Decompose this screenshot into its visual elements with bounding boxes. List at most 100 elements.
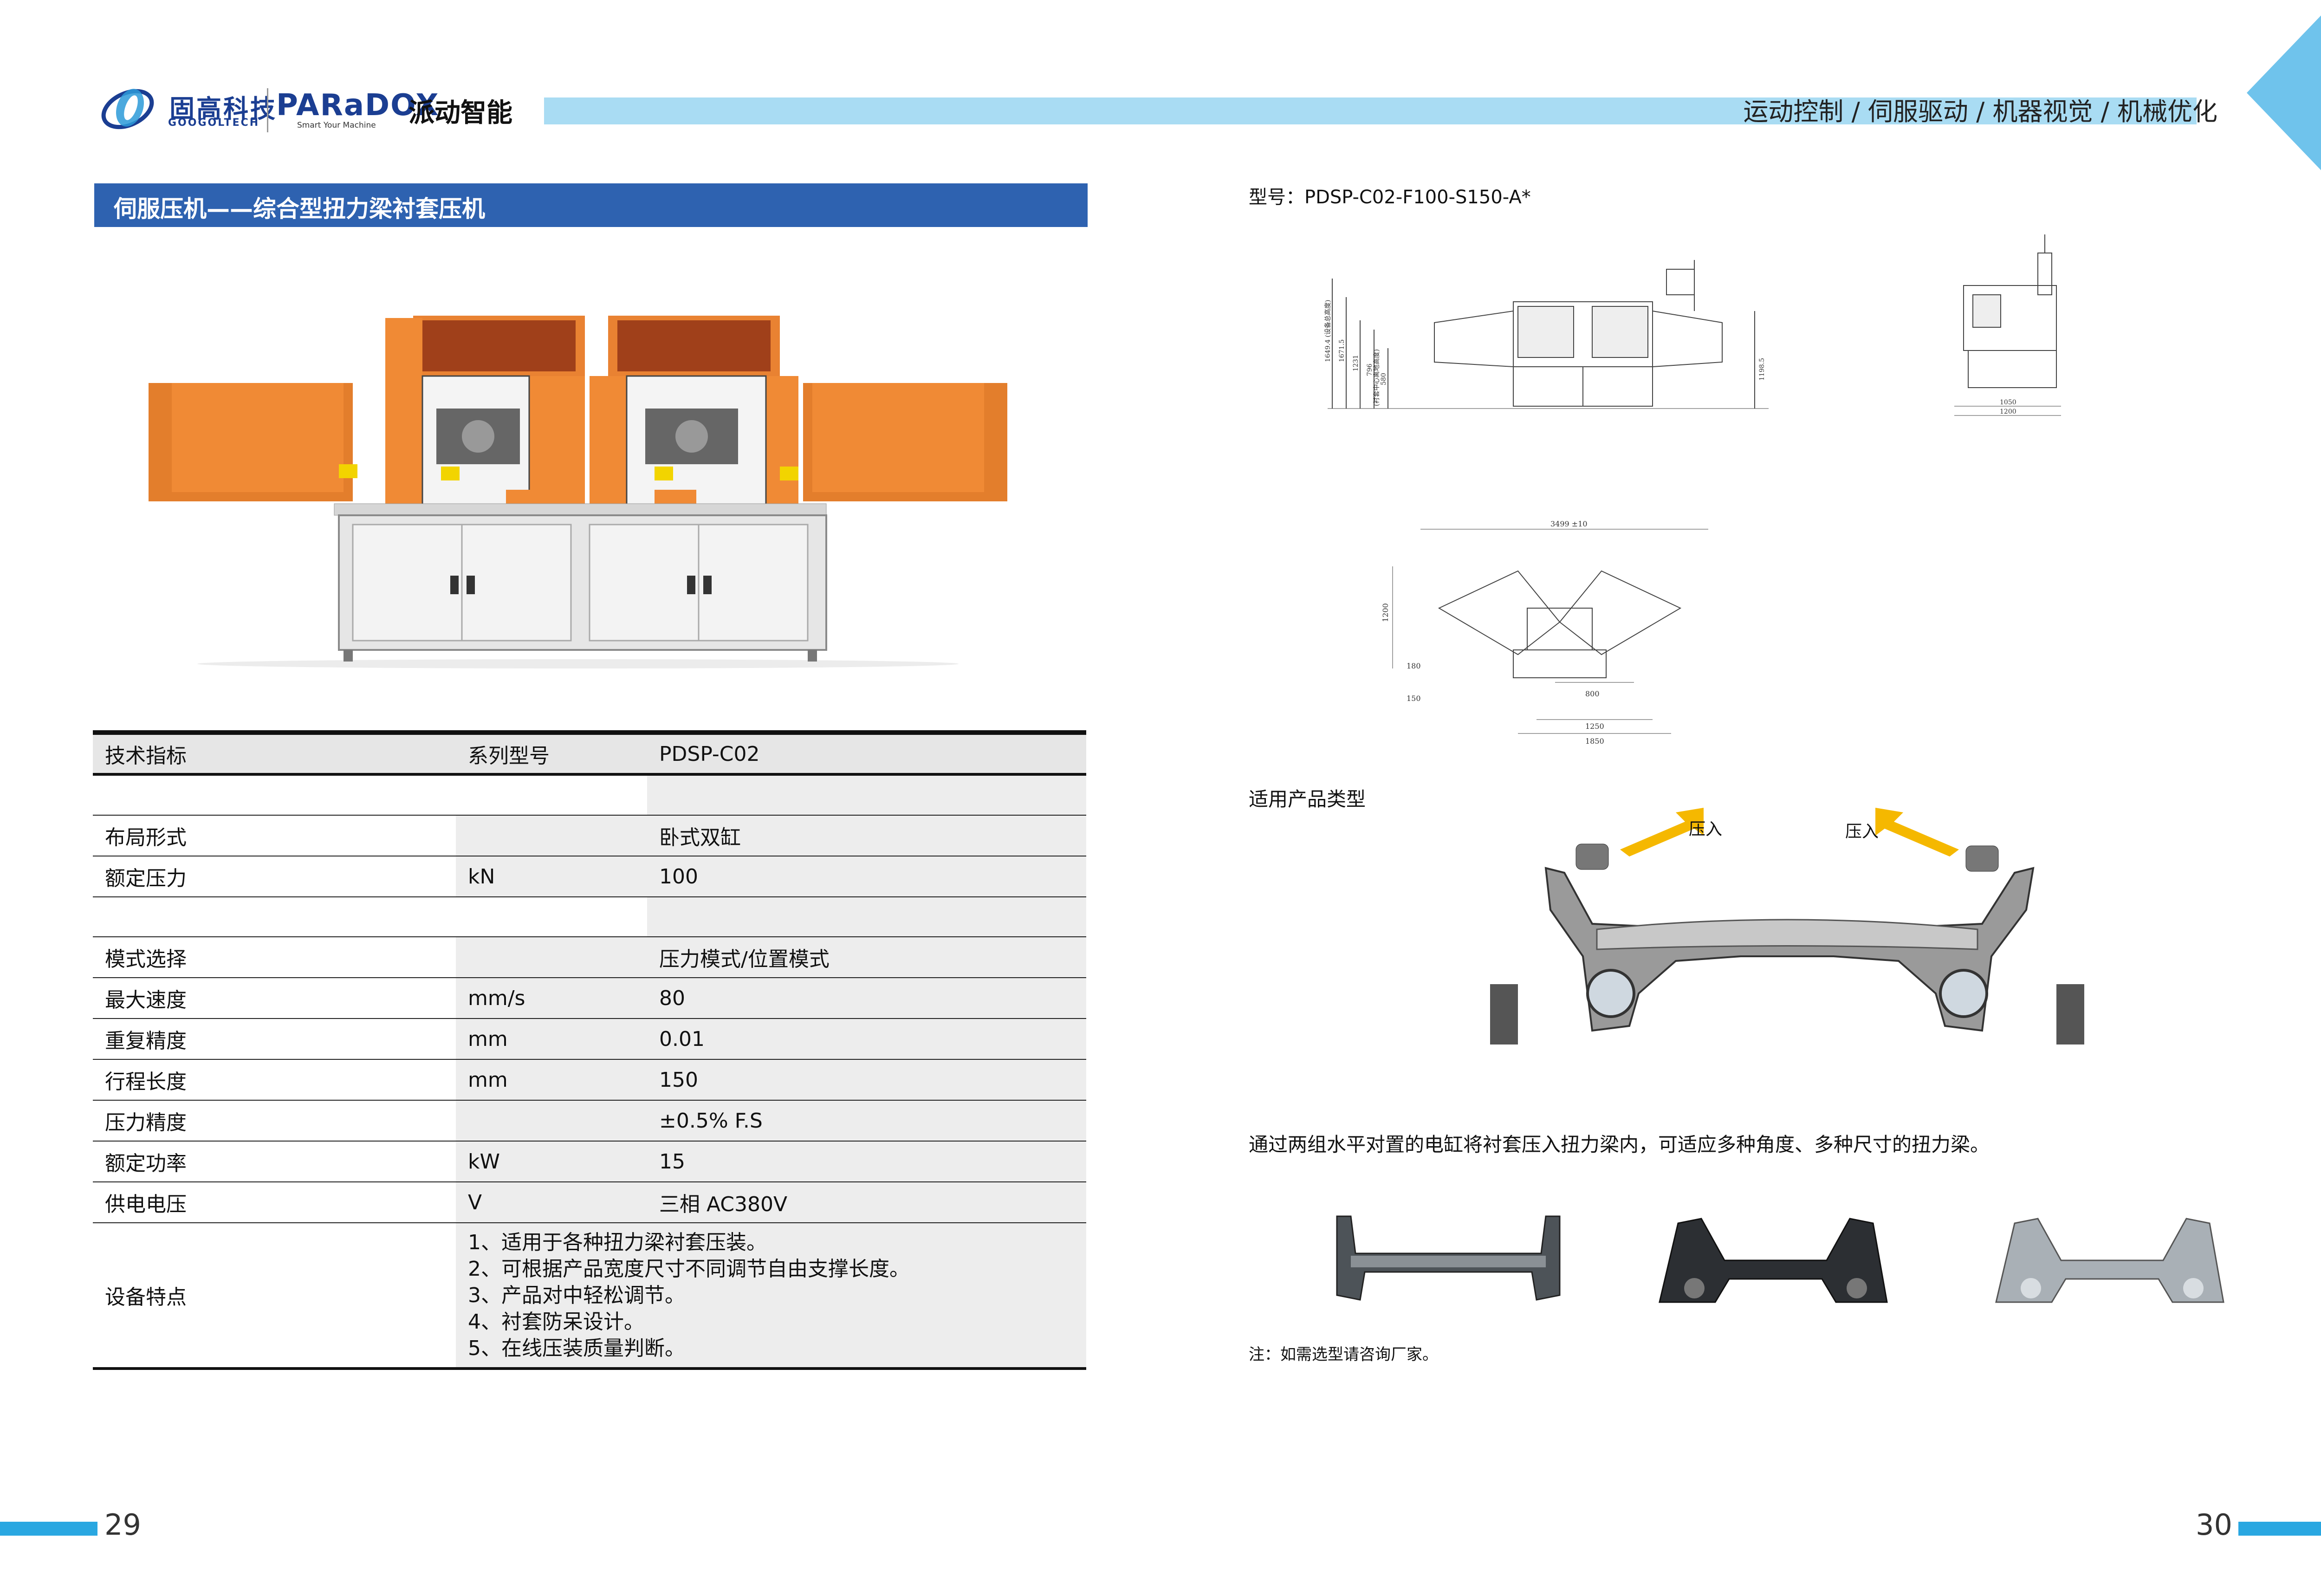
- applicable-products-title: 适用产品类型: [1249, 788, 1366, 811]
- dim-label: 580: [1380, 373, 1387, 385]
- dim-label: (衬套中心离地高度): [1373, 349, 1381, 406]
- row-value: 0.01: [647, 1019, 1086, 1060]
- row-value: 压力模式/位置模式: [647, 937, 1086, 978]
- row-name: [93, 774, 456, 816]
- selection-note: 注：如需选型请咨询厂家。: [1249, 1345, 1438, 1364]
- row-unit: [456, 937, 647, 978]
- logo-divider: [267, 88, 268, 132]
- torsion-beam-image: [1490, 808, 2084, 1045]
- press-in-label-right: 压入: [1845, 822, 1879, 841]
- torsion-beam-thumbnail-1: [1336, 1215, 1561, 1301]
- torsion-beam-thumbnail-3: [1995, 1218, 2224, 1303]
- top-view-drawing: 3499 ±10 1200 180 150 800 1250 1850: [1381, 519, 1708, 746]
- footer-bar-right: [2238, 1522, 2321, 1536]
- dim-label: 800: [1585, 689, 1600, 698]
- table-row: 最大速度 mm/s 80: [93, 978, 1086, 1019]
- table-row: 供电电压 V 三相 AC380V: [93, 1182, 1086, 1223]
- dim-label: 180: [1407, 662, 1421, 670]
- spec-header-name: 技术指标: [93, 730, 456, 776]
- features-row: 设备特点 1、适用于各种扭力梁衬套压装。 2、可根据产品宽度尺寸不同调节自由支撑…: [93, 1223, 1086, 1370]
- logo-en-text: GOOGOLTECH: [168, 117, 260, 129]
- row-name: 供电电压: [93, 1182, 456, 1223]
- row-value: [647, 897, 1086, 937]
- table-row: 额定压力 kN 100: [93, 856, 1086, 897]
- spec-header-value: PDSP-C02: [647, 730, 1086, 776]
- section-title: 伺服压机——综合型扭力梁衬套压机: [114, 195, 485, 222]
- row-value: 15: [647, 1141, 1086, 1182]
- page-number-right: 30: [2196, 1508, 2232, 1542]
- googoltech-logo-icon: [101, 89, 154, 130]
- row-name: 额定压力: [93, 856, 456, 897]
- row-value: 卧式双缸: [647, 815, 1086, 856]
- row-unit: [456, 774, 647, 816]
- dim-label: 1850: [1585, 737, 1604, 746]
- paradox-brand: PARaDOX: [276, 88, 440, 123]
- dim-label: 1198.5: [1758, 358, 1766, 381]
- feature-item: 3、产品对中轻松调节。: [468, 1283, 685, 1307]
- dim-label: 1231: [1352, 355, 1360, 371]
- row-name: [93, 897, 456, 937]
- row-value: [647, 774, 1086, 816]
- paradox-cn: 派动智能: [408, 98, 512, 128]
- row-unit: [456, 897, 647, 937]
- row-name: 最大速度: [93, 978, 456, 1019]
- row-name: 额定功率: [93, 1141, 456, 1182]
- feature-item: 4、衬套防呆设计。: [468, 1310, 644, 1334]
- model-number: 型号：PDSP-C02-F100-S150-A*: [1249, 187, 1531, 208]
- row-name: 行程长度: [93, 1059, 456, 1101]
- row-name: 压力精度: [93, 1100, 456, 1142]
- row-unit: [456, 815, 647, 856]
- header-bar: [544, 97, 2197, 124]
- row-unit: mm/s: [456, 978, 647, 1019]
- paradox-slogan: Smart Your Machine: [297, 121, 376, 130]
- row-unit: [456, 1100, 647, 1142]
- dim-label: 1671.5: [1338, 339, 1346, 362]
- features-label: 设备特点: [93, 1223, 456, 1370]
- features-cell: 1、适用于各种扭力梁衬套压装。 2、可根据产品宽度尺寸不同调节自由支撑长度。 3…: [456, 1223, 1086, 1370]
- dim-label: 3499 ±10: [1550, 519, 1588, 528]
- header-tagline: 运动控制 / 伺服驱动 / 机器视觉 / 机械优化: [1743, 97, 2217, 126]
- spec-header-unit: 系列型号: [456, 730, 647, 776]
- press-in-label-left: 压入: [1689, 820, 1723, 839]
- table-row: 模式选择 压力模式/位置模式: [93, 937, 1086, 978]
- dim-label: 150: [1407, 694, 1421, 703]
- table-row: 布局形式 卧式双缸: [93, 815, 1086, 856]
- feature-item: 5、在线压装质量判断。: [468, 1336, 685, 1360]
- page-number-left: 29: [104, 1508, 141, 1542]
- spec-header-row: 技术指标 系列型号 PDSP-C02: [93, 730, 1086, 776]
- spec-table: 技术指标 系列型号 PDSP-C02 布局形式 卧式双缸 额定压力 kN 100…: [93, 730, 1086, 1370]
- table-row: [93, 774, 1086, 816]
- front-view-drawing: 1649.4 (设备总高度) 1671.5 1231 796 (衬套中心离地高度…: [1324, 260, 1769, 409]
- table-row: 额定功率 kW 15: [93, 1141, 1086, 1182]
- row-name: 重复精度: [93, 1019, 456, 1060]
- row-unit: mm: [456, 1019, 647, 1060]
- logo-cn-text: 固高科技: [169, 94, 277, 123]
- row-value: 100: [647, 856, 1086, 897]
- side-view-drawing: 1050 1200: [1954, 234, 2061, 416]
- section-title-bar: [94, 183, 1088, 227]
- table-row: 压力精度 ±0.5% F.S: [93, 1100, 1086, 1142]
- row-unit: mm: [456, 1059, 647, 1101]
- table-row: 重复精度 mm 0.01: [93, 1019, 1086, 1060]
- table-row: [93, 897, 1086, 937]
- row-value: 三相 AC380V: [647, 1182, 1086, 1223]
- row-name: 布局形式: [93, 815, 456, 856]
- row-value: ±0.5% F.S: [647, 1100, 1086, 1142]
- feature-item: 2、可根据产品宽度尺寸不同调节自由支撑长度。: [468, 1257, 910, 1281]
- header-corner-triangle: [2247, 0, 2321, 186]
- row-name: 模式选择: [93, 937, 456, 978]
- footer-bar-left: [0, 1522, 97, 1536]
- row-unit: kW: [456, 1141, 647, 1182]
- row-unit: V: [456, 1182, 647, 1223]
- dim-label: 1649.4 (设备总高度): [1324, 300, 1332, 362]
- dim-label: 1050: [2000, 399, 2016, 406]
- table-row: 行程长度 mm 150: [93, 1059, 1086, 1101]
- servo-press-machine-image: [149, 316, 1007, 668]
- dim-label: 1250: [1585, 722, 1604, 731]
- dim-label: 796: [1366, 363, 1374, 376]
- torsion-beam-thumbnail-2: [1659, 1218, 1888, 1303]
- feature-item: 1、适用于各种扭力梁衬套压装。: [468, 1230, 767, 1254]
- row-value: 80: [647, 978, 1086, 1019]
- row-value: 150: [647, 1059, 1086, 1101]
- dim-label: 1200: [2000, 408, 2016, 415]
